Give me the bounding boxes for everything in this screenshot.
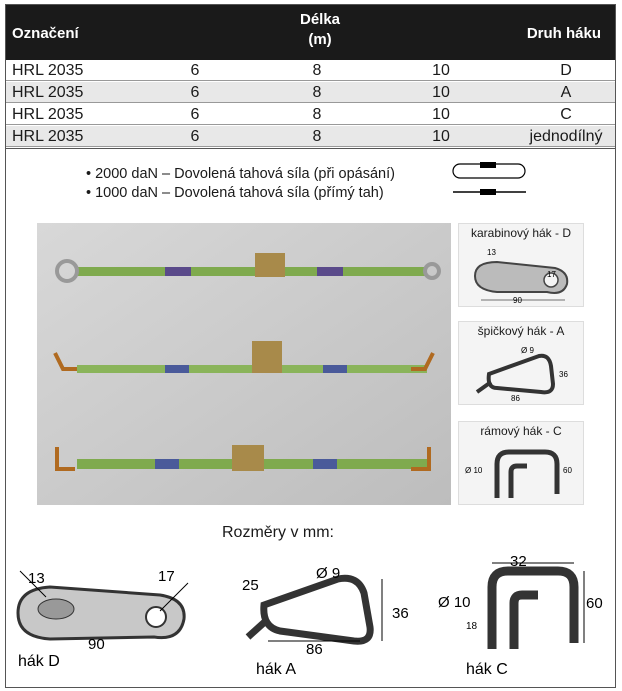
- divider: [6, 148, 615, 149]
- hook-a-small-drawing: [475, 353, 556, 395]
- cell-hook: D: [560, 62, 572, 79]
- hook-d-drawing: [16, 570, 189, 641]
- thumb-c-dim-1: Ø 10: [465, 466, 483, 475]
- header-druh: Druh háku: [526, 25, 601, 42]
- cell-length-a: 6: [190, 62, 200, 79]
- table-row: HRL 2035 6 8 10 D: [6, 60, 615, 81]
- cell-model: HRL 2035: [12, 106, 84, 123]
- cell-length-a: 6: [190, 84, 200, 101]
- hook-a-drawing: [245, 574, 383, 645]
- product-sheet: Označení Délka (m) Druh háku HRL 2035 6 …: [5, 4, 616, 688]
- thumb-hook-a-label: špičkový hák - A: [477, 324, 565, 338]
- hook-c-dim-3: 60: [586, 595, 603, 612]
- hook-d-dim-1: 13: [28, 570, 45, 587]
- thumb-hook-d: karabinový hák - D 13 17 90: [458, 223, 584, 307]
- bullet-loop-load: 2000 daN – Dovolená tahová síla (při opá…: [86, 165, 395, 184]
- bullet-straight-load: 1000 daN – Dovolená tahová síla (přímý t…: [86, 184, 395, 203]
- hook-a-dim-3: 36: [392, 605, 409, 622]
- thumb-a-dim-1: Ø 9: [521, 346, 534, 355]
- cell-length-c: 10: [432, 106, 450, 123]
- header-delka-label: Délka: [299, 11, 341, 28]
- cell-length-c: 10: [432, 128, 450, 145]
- product-photo: [37, 223, 451, 505]
- hook-c-dim-4: 18: [466, 621, 478, 632]
- cell-length-a: 6: [190, 128, 200, 145]
- header-delka-unit: (m): [308, 31, 332, 48]
- thumb-hook-d-label: karabinový hák - D: [470, 226, 572, 240]
- thumb-hook-c-label: rámový hák - C: [480, 424, 562, 438]
- ratchet-straps-illustration: [37, 223, 451, 505]
- thumb-hook-c: rámový hák - C Ø 10 60: [458, 421, 584, 505]
- hook-d-dim-2: 17: [158, 568, 175, 585]
- header-oznaceni: Označení: [12, 25, 79, 42]
- thumb-d-dim-2: 17: [547, 270, 556, 279]
- header-delka: Délka (m): [295, 10, 345, 50]
- hook-c-dim-1: 32: [510, 553, 527, 570]
- strap-usage-icon: [452, 162, 526, 195]
- thumb-d-dim-3: 90: [513, 296, 522, 305]
- cell-hook: jednodílný: [529, 128, 603, 145]
- hook-d-dim-3: 90: [88, 636, 105, 653]
- hook-c-label: hák C: [466, 661, 508, 678]
- hook-d-label: hák D: [18, 653, 60, 670]
- cell-length-c: 10: [432, 84, 450, 101]
- cell-model: HRL 2035: [12, 84, 84, 101]
- hook-a-label: hák A: [256, 661, 297, 678]
- thumb-a-dim-3: 86: [511, 394, 520, 403]
- hook-c-dim-2: Ø 10: [438, 594, 471, 611]
- cell-hook: A: [560, 84, 572, 101]
- cell-length-b: 8: [312, 106, 322, 123]
- cell-hook: C: [560, 106, 572, 123]
- cell-model: HRL 2035: [12, 128, 84, 145]
- cell-length-b: 8: [312, 128, 322, 145]
- hook-d-small-drawing: [473, 260, 569, 301]
- load-ratings: 2000 daN – Dovolená tahová síla (při opá…: [86, 165, 395, 203]
- table-row: HRL 2035 6 8 10 A: [6, 82, 615, 103]
- hook-a-dim-2: Ø 9: [316, 565, 341, 582]
- table-row: HRL 2035 6 8 10 jednodílný: [6, 126, 615, 147]
- thumb-a-dim-2: 36: [559, 370, 568, 379]
- hook-c-small-drawing: [494, 449, 560, 498]
- cell-length-b: 8: [312, 84, 322, 101]
- hook-a-dim-1: 25: [242, 577, 259, 594]
- thumb-c-dim-2: 60: [563, 466, 572, 475]
- cell-model: HRL 2035: [12, 62, 84, 79]
- hook-c-drawing: [487, 562, 585, 649]
- thumb-d-dim-1: 13: [487, 248, 496, 257]
- dimensions-title: Rozměry v mm:: [222, 524, 334, 541]
- thumb-hook-a: špičkový hák - A Ø 9 36 86: [458, 321, 584, 405]
- cell-length-a: 6: [190, 106, 200, 123]
- cell-length-b: 8: [312, 62, 322, 79]
- table-header: Označení Délka (m) Druh háku: [6, 5, 615, 60]
- table-row: HRL 2035 6 8 10 C: [6, 104, 615, 125]
- cell-length-c: 10: [432, 62, 450, 79]
- hook-a-dim-4: 86: [306, 641, 323, 658]
